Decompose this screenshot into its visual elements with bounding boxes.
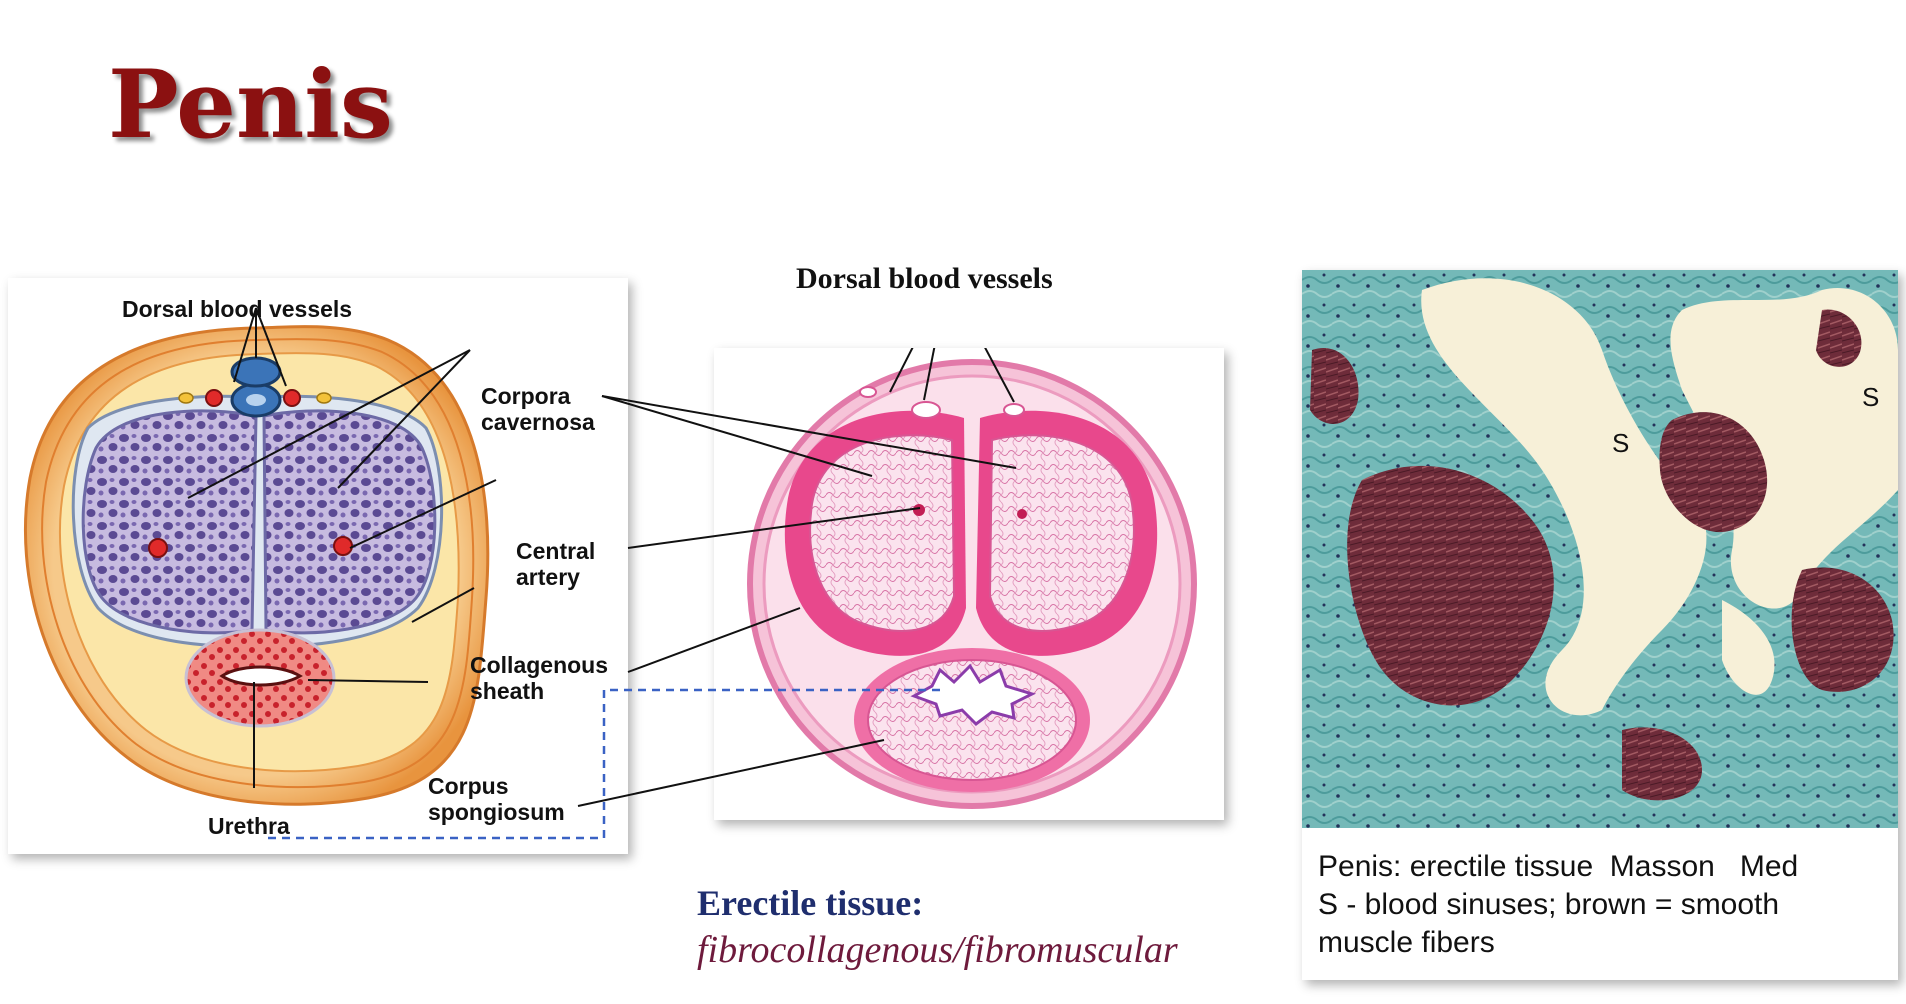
central-artery-left xyxy=(148,538,168,558)
caption-line-1: Penis: erectile tissue Masson Med xyxy=(1318,850,1799,883)
label-collagenous-line2: sheath xyxy=(470,678,545,704)
label-spongiosum-line2: spongiosum xyxy=(428,799,565,825)
label-collagenous-line1: Collagenous xyxy=(470,652,609,678)
label-corpus-spongiosum: Corpus spongiosum xyxy=(428,773,565,825)
label-central-artery: Central artery xyxy=(516,538,595,590)
label-urethra: Urethra xyxy=(208,813,290,839)
caption-line-3: muscle fibers xyxy=(1318,926,1495,959)
micrograph-caption: Penis: erectile tissue Masson Med S - bl… xyxy=(1318,848,1798,962)
label-corpora-line2: cavernosa xyxy=(481,409,595,435)
sinus-label-1: S xyxy=(1612,428,1630,458)
smooth-muscle-bundle xyxy=(1347,465,1554,706)
slide-title: Penis xyxy=(108,50,393,160)
label-central-line1: Central xyxy=(516,538,596,564)
label-corpora-line1: Corpora xyxy=(481,383,571,409)
dorsal-artery-left xyxy=(205,389,223,407)
histology-cavernosum-right xyxy=(988,434,1135,632)
label-collagenous-sheath: Collagenous sheath xyxy=(470,652,608,704)
sinus-label-2: S xyxy=(1862,382,1880,412)
label-dorsal-blood-vessels-histology: Dorsal blood vessels xyxy=(796,262,1053,295)
histology-section-illustration xyxy=(747,348,1197,809)
blood-sinus-shape xyxy=(1421,278,1707,716)
erectile-tissue-heading: Erectile tissue: xyxy=(697,883,924,923)
histology-urethra-lumen xyxy=(910,663,1037,726)
micrograph-image xyxy=(1302,270,1898,828)
caption-line-2: S - blood sinuses; brown = smooth xyxy=(1318,888,1780,921)
label-dorsal-blood-vessels-left: Dorsal blood vessels xyxy=(122,296,353,322)
corpus-cavernosum-left xyxy=(81,409,258,635)
histology-cavernosum-left xyxy=(809,434,956,632)
cross-section-illustration xyxy=(23,307,497,806)
urethra-slit xyxy=(219,665,303,687)
dashed-link-urethra xyxy=(268,688,944,840)
label-corpora-cavernosa: Corpora cavernosa xyxy=(481,383,595,435)
label-spongiosum-line1: Corpus xyxy=(428,773,509,799)
erectile-tissue-subheading: fibrocollagenous/fibromuscular xyxy=(697,929,1178,971)
label-central-line2: artery xyxy=(516,564,580,590)
dorsal-artery-right xyxy=(283,389,301,407)
